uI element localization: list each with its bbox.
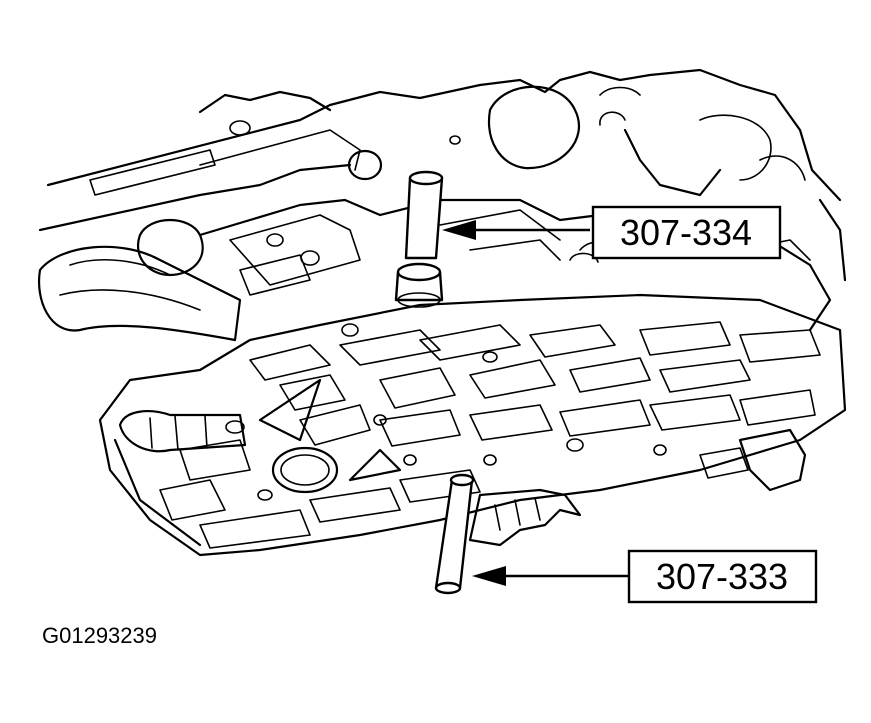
tool-307-333 (434, 473, 475, 595)
callout-arrow-307-334 (442, 220, 590, 240)
lower-left-tube (118, 410, 247, 453)
callout-arrow-307-333 (472, 566, 628, 586)
figure-id: G01293239 (42, 623, 157, 648)
lower-bracket (468, 488, 582, 547)
transmission-case-outline (38, 68, 847, 282)
valve-body-main (98, 293, 847, 557)
tool-307-334 (394, 170, 444, 308)
callout-label-307-333: 307-333 (656, 556, 788, 597)
callout-307-334: 307-334 (591, 205, 782, 260)
left-duct (37, 218, 242, 342)
valve-body-upper (198, 198, 832, 332)
callout-307-333: 307-333 (627, 549, 818, 604)
callout-label-307-334: 307-334 (620, 212, 752, 253)
right-connector (699, 428, 807, 492)
